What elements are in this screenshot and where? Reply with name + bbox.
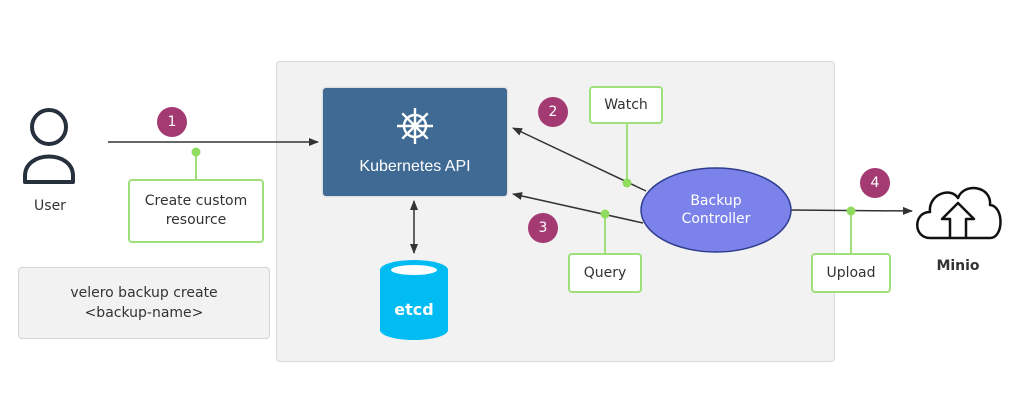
user-icon: [23, 108, 75, 184]
command-box: velero backup create <backup-name>: [18, 267, 270, 339]
annotation-dot-create: [191, 147, 201, 157]
annotation-dot-watch: [622, 178, 632, 188]
annotation-upload: Upload: [811, 253, 891, 293]
annotation-create-custom-resource: Create custom resource: [128, 179, 264, 243]
step-badge-3: 3: [528, 213, 558, 243]
backup-controller-label-line1: Backup: [690, 193, 742, 209]
annotation-dot-upload: [846, 206, 856, 216]
helm-wheel-icon: [397, 108, 433, 144]
cloud-upload-icon: [916, 186, 1002, 240]
step-badge-2: 2: [538, 97, 568, 127]
step-badge-1: 1: [157, 107, 187, 137]
user-label: User: [34, 198, 66, 214]
backup-controller-label-line2: Controller: [681, 211, 751, 227]
annotation-create-line2: resource: [165, 212, 227, 228]
annotation-watch: Watch: [589, 86, 663, 124]
etcd-label: etcd: [394, 300, 434, 319]
annotation-query: Query: [568, 253, 642, 293]
edge-query: [512, 192, 644, 224]
step-badge-4: 4: [860, 168, 890, 198]
minio-label: Minio: [936, 258, 980, 274]
backup-controller-label: Backup Controller: [660, 192, 772, 228]
annotation-dot-query: [600, 209, 610, 219]
annotation-create-line1: Create custom: [144, 193, 248, 209]
kubernetes-api-label: Kubernetes API: [359, 158, 471, 175]
database-cylinder-icon: [380, 260, 448, 340]
backup-controller-node: [640, 167, 792, 253]
